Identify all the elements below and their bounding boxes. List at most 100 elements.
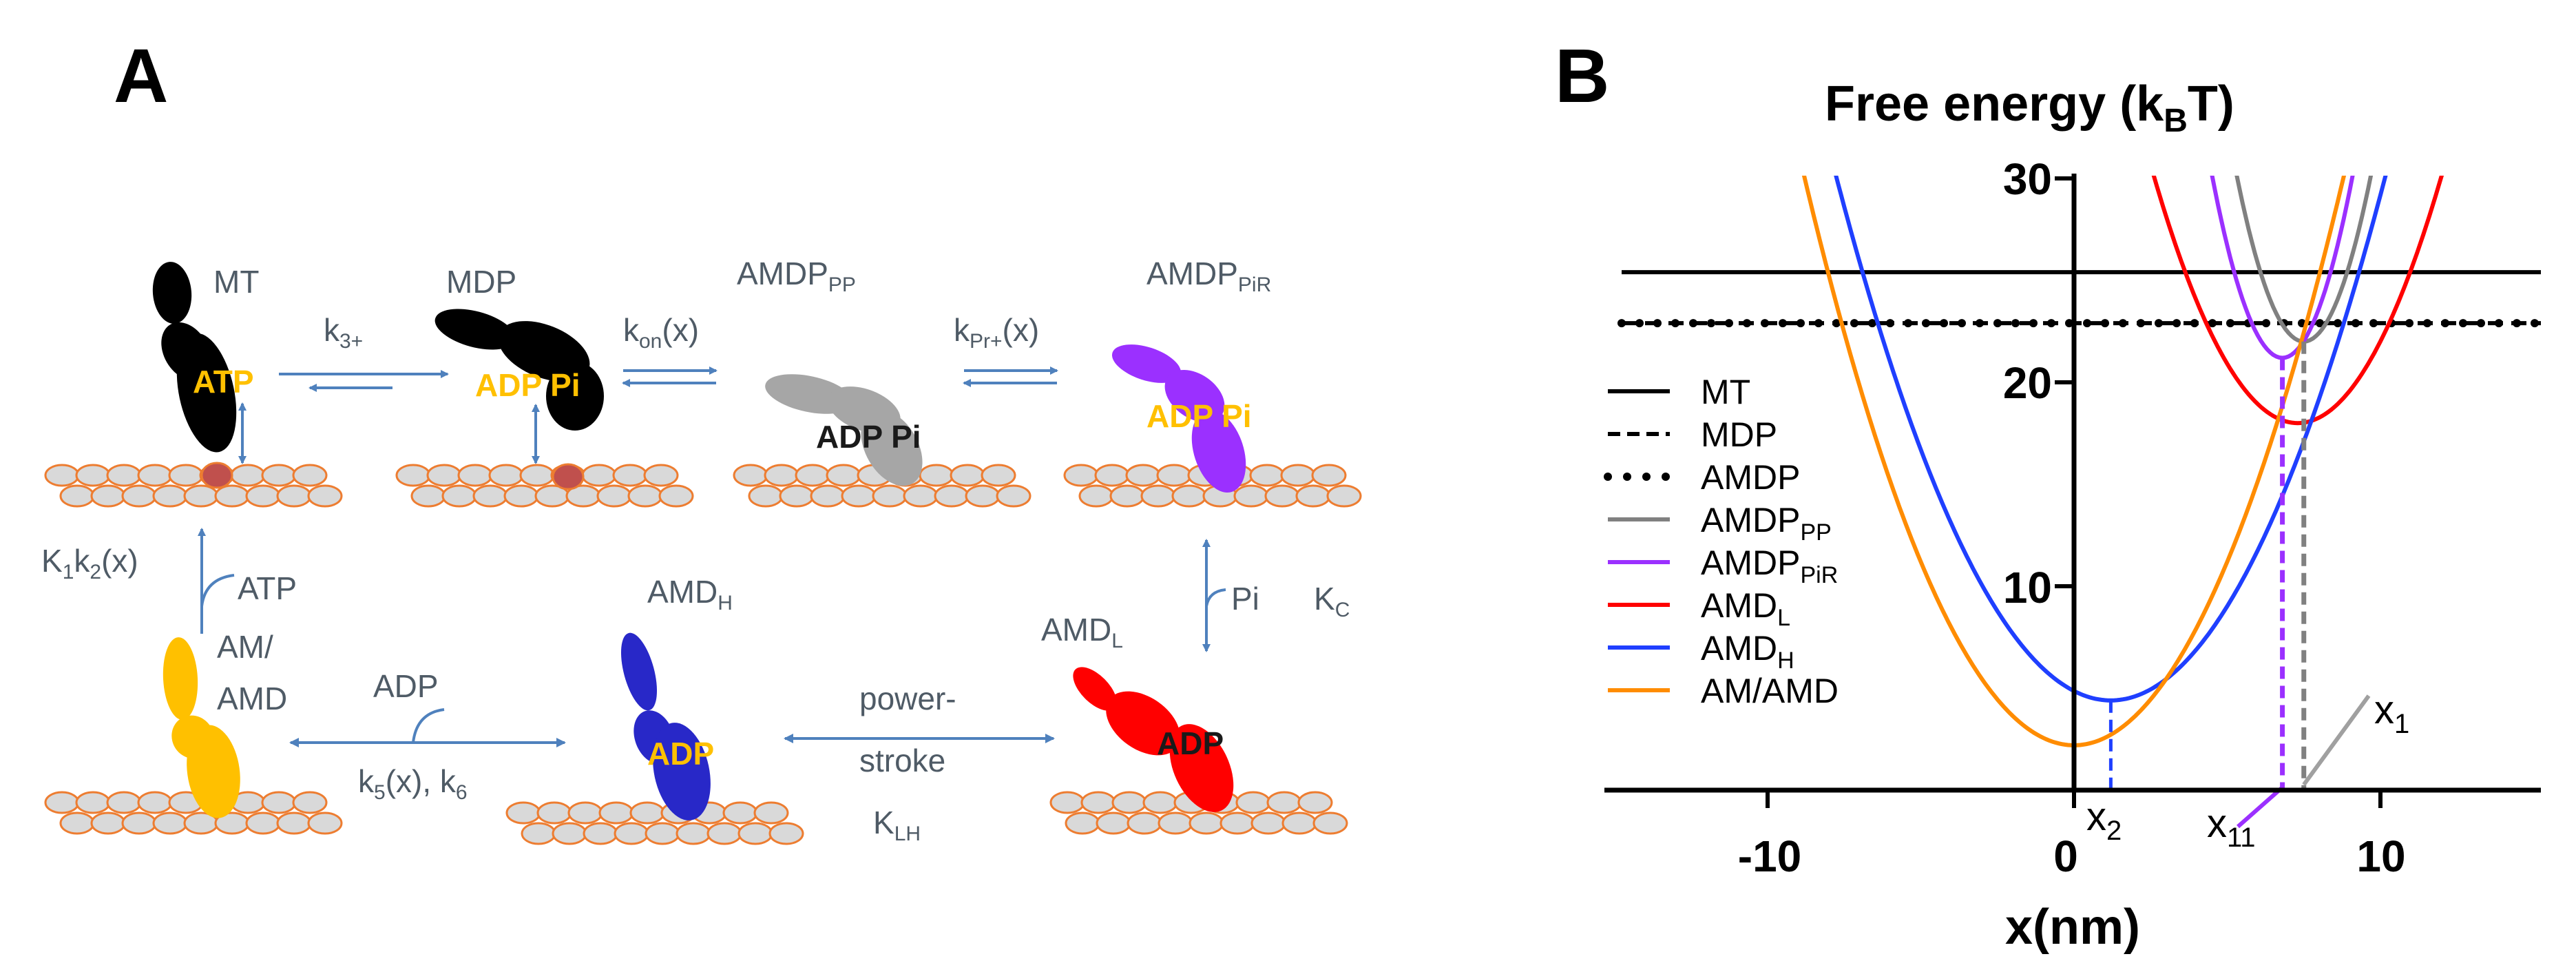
actin-monomer <box>1096 811 1131 835</box>
actin-monomer <box>645 822 680 845</box>
actin-monomer <box>261 464 297 487</box>
state-label-mt: MT <box>213 264 259 300</box>
actin-monomer <box>598 801 634 825</box>
actin-monomer <box>1080 791 1116 814</box>
series-amdppir-curve <box>2210 176 2355 360</box>
actin-monomer <box>410 484 446 508</box>
state-label-amd-l: AMDL <box>1041 612 1123 652</box>
actin-monomer <box>612 464 648 487</box>
label-pi: Pi <box>1231 581 1259 617</box>
actin-monomer <box>152 484 188 508</box>
annotation-x11: x11 <box>2207 801 2256 853</box>
state-label-am: AM/ <box>217 629 273 665</box>
actin-monomer <box>810 484 846 508</box>
actin-monomer <box>214 484 250 508</box>
plot-area <box>1617 176 2541 790</box>
legend-label: AM/AMD <box>1701 672 1839 710</box>
nucleotide-mt: ATP <box>193 364 254 400</box>
myosin-amd-l <box>1073 667 1234 812</box>
state-label-amd-h: AMDH <box>647 574 733 614</box>
actin-monomer <box>168 464 204 487</box>
actin-monomer <box>1078 484 1114 508</box>
actin-monomer <box>1109 484 1145 508</box>
rate-kc: KC <box>1314 581 1350 621</box>
actin-monomer <box>676 822 711 845</box>
actin-monomer <box>1266 791 1302 814</box>
actin-monomer <box>1065 811 1100 835</box>
actin-monomer <box>457 464 493 487</box>
actin-monomer <box>521 822 556 845</box>
chart-ticks <box>1766 176 2383 808</box>
label-stroke: stroke <box>859 743 945 778</box>
actin-monomer <box>1249 464 1285 487</box>
binding-site-mt <box>200 462 233 489</box>
actin-monomer <box>121 484 157 508</box>
actin-monomer <box>1297 791 1333 814</box>
nucleotide-amd-h: ADP <box>647 736 714 772</box>
legend-label: AMDL <box>1701 586 1790 631</box>
actin-monomer <box>106 464 142 487</box>
actin-monomer <box>137 464 173 487</box>
x-axis-label: x(nm) <box>2005 900 2140 955</box>
actin-monomer <box>737 822 773 845</box>
actin-monomer <box>90 811 126 835</box>
actin-monomer <box>426 464 462 487</box>
chart-title: Free energy (kBT) <box>1825 76 2234 139</box>
xtick-label--10: -10 <box>1738 831 1802 881</box>
legend-label: AMDH <box>1701 629 1794 674</box>
actin-monomer <box>44 464 80 487</box>
nucleotide-amdp-pp: ADP Pi <box>816 419 921 455</box>
actin-monomer <box>1142 791 1178 814</box>
actin-monomer <box>1219 811 1255 835</box>
actin-monomer <box>841 484 877 508</box>
actin-monomer <box>1235 791 1271 814</box>
actin-monomer <box>307 811 343 835</box>
actin-monomer <box>779 484 815 508</box>
rate-kon: kon(x) <box>623 312 699 353</box>
actin-monomer <box>1156 464 1192 487</box>
series-amdl-curve <box>2151 176 2444 426</box>
myosin-amdp-pir <box>1111 344 1246 493</box>
actin-monomer <box>706 822 742 845</box>
actin-monomer <box>627 484 663 508</box>
actin-monomer <box>1250 811 1286 835</box>
rate-k1k2: K1k2(x) <box>41 543 138 583</box>
leader-x1 <box>2302 694 2371 786</box>
actin-monomer <box>583 822 618 845</box>
legend-label: MDP <box>1701 415 1777 454</box>
actin-monomer <box>261 791 297 814</box>
actin-monomer <box>183 484 219 508</box>
actin-monomer <box>903 484 939 508</box>
actin-monomer <box>1158 811 1193 835</box>
annotation-x2: x2 <box>2086 794 2122 846</box>
actin-monomer <box>658 484 694 508</box>
actin-monomer <box>505 801 541 825</box>
annotation-x1: x1 <box>2374 687 2409 739</box>
actin-monomer <box>872 484 908 508</box>
state-label-amd: AMD <box>217 681 287 716</box>
actin-monomer <box>1171 484 1207 508</box>
rate-kpr: kPr+(x) <box>954 312 1039 353</box>
actin-monomer <box>552 822 587 845</box>
state-label-amdp-pp: AMDPPP <box>737 256 856 296</box>
nucleotide-amdp-pir: ADP Pi <box>1146 398 1252 434</box>
actin-monomer <box>1111 791 1147 814</box>
actin-monomer <box>1295 484 1331 508</box>
actin-monomer <box>981 464 1016 487</box>
actin-monomer <box>919 464 954 487</box>
actin-monomer <box>748 484 784 508</box>
nucleotide-mdp: ADP Pi <box>475 367 580 403</box>
actin-monomer <box>441 484 477 508</box>
myosin-am-amd <box>163 637 240 818</box>
label-atp: ATP <box>238 570 297 606</box>
actin-monomer <box>950 464 985 487</box>
actin-monomer <box>1127 811 1162 835</box>
xtick-label-10: 10 <box>2356 831 2405 881</box>
leader-x11 <box>2237 785 2284 829</box>
actin-monomer <box>503 484 539 508</box>
actin-monomer <box>292 464 328 487</box>
actin-monomer <box>59 811 95 835</box>
actin-monomer <box>488 464 524 487</box>
actin-monomer <box>768 822 804 845</box>
